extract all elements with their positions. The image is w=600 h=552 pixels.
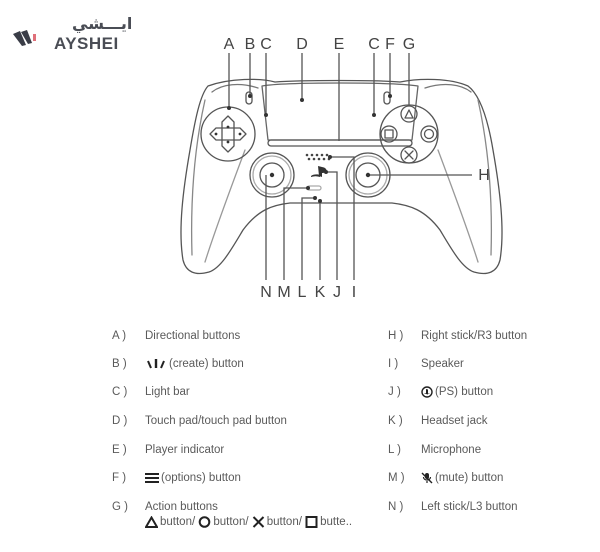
legend-key: M )	[388, 472, 405, 484]
legend-key: B )	[112, 358, 127, 370]
light-bar-shape	[267, 139, 413, 147]
callout-c-right: C	[368, 36, 380, 53]
controller-body-outline	[180, 78, 503, 275]
callout-f: F	[385, 36, 395, 53]
callout-n: N	[260, 284, 272, 301]
legend-text: Speaker	[421, 358, 464, 370]
create-icon	[147, 358, 165, 369]
create-button-shape	[245, 91, 253, 105]
callout-a: A	[223, 36, 235, 53]
cross-button-text: button/	[266, 516, 302, 528]
legend-text: Right stick/R3 button	[421, 330, 528, 342]
brand-arabic-name: ايـــشي	[72, 14, 133, 33]
callout-k: K	[314, 284, 326, 301]
legend-text: Light bar	[145, 386, 190, 398]
legend-text: (mute) button	[435, 472, 504, 484]
triangle-button-text: button/	[160, 516, 196, 528]
square-button-text: butte..	[320, 516, 353, 528]
callout-j: J	[333, 284, 341, 301]
speaker-grille	[305, 153, 331, 161]
mute-icon	[421, 472, 433, 484]
ps-icon	[421, 386, 433, 398]
legend-key: H )	[388, 330, 404, 342]
triangle-icon	[145, 515, 158, 528]
legend-text: Touch pad/touch pad button	[145, 415, 287, 427]
legend-text: (PS) button	[435, 386, 494, 398]
legend-key: L )	[388, 444, 401, 456]
brand-latin-name: AYSHEI	[54, 34, 119, 53]
legend-key: K )	[388, 415, 403, 427]
brand-logo: ايـــشي AYSHEI	[12, 14, 132, 54]
controller-diagram	[180, 53, 503, 280]
circle-button-text: button/	[213, 516, 249, 528]
cross-icon	[252, 516, 264, 528]
legend-text: Microphone	[421, 444, 482, 456]
legend-text: Player indicator	[145, 444, 225, 456]
callout-i: I	[351, 284, 357, 301]
left-stick-outer	[249, 152, 295, 198]
options-button-shape	[383, 91, 391, 105]
touch-pad-shape	[261, 82, 419, 141]
legend-key: C )	[112, 386, 128, 398]
callout-h: H	[478, 167, 490, 184]
options-icon	[145, 472, 159, 483]
callout-d: D	[296, 36, 308, 53]
legend-key: A )	[112, 330, 127, 342]
legend-key: G )	[112, 501, 128, 513]
callout-e: E	[333, 36, 345, 53]
legend-text: Left stick/L3 button	[421, 501, 518, 513]
legend-text: (options) button	[161, 472, 241, 484]
callout-g: G	[402, 36, 416, 53]
square-icon	[305, 515, 318, 528]
legend-key: I )	[388, 358, 399, 370]
legend-key: D )	[112, 415, 128, 427]
legend-key: E )	[112, 444, 127, 456]
callout-b: B	[244, 36, 256, 53]
callout-l: L	[297, 284, 307, 301]
legend-text: Action buttons	[145, 501, 218, 513]
callout-m: M	[277, 284, 291, 301]
left-stick-inner	[259, 162, 285, 188]
legend-text: (create) button	[169, 358, 244, 370]
circle-icon	[199, 516, 211, 528]
legend-text: Directional buttons	[145, 330, 241, 342]
legend-key: F )	[112, 472, 127, 484]
legend-key: N )	[388, 501, 404, 513]
callout-c-left: C	[260, 36, 272, 53]
dpad-ring	[200, 106, 256, 162]
legend-text: Headset jack	[421, 415, 488, 427]
legend-action-buttons-line: button/ button/ button/ butte..	[145, 515, 352, 529]
legend-key: J )	[388, 386, 401, 398]
brand-mark-icon	[13, 30, 36, 46]
